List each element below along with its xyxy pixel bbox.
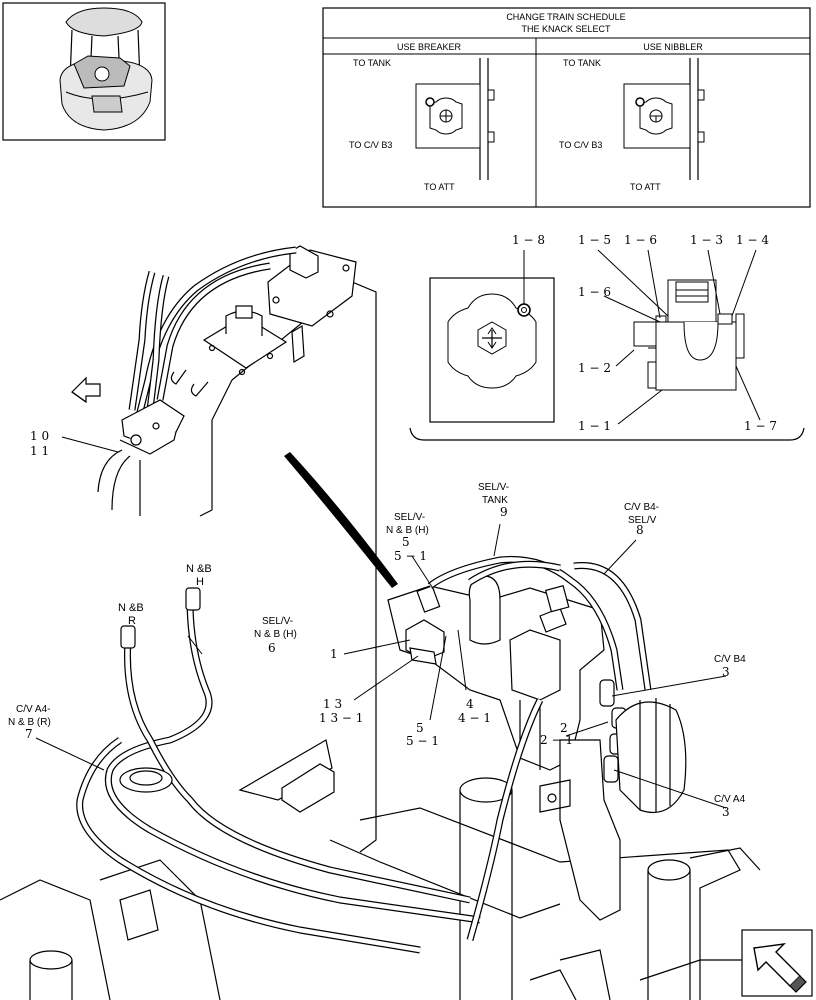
callout-7: 7 xyxy=(25,727,33,741)
valve-side-view xyxy=(597,249,761,425)
callout-9: 9 xyxy=(500,505,508,519)
direction-arrow-icon[interactable] xyxy=(741,929,813,997)
nibbler-to-tank: TO TANK xyxy=(563,58,601,68)
breaker-to-tank: TO TANK xyxy=(353,58,391,68)
breaker-to-att: TO ATT xyxy=(424,182,455,192)
callout-4-1: 4 − 1 xyxy=(458,711,491,725)
callout-3-upper: 3 xyxy=(722,665,730,679)
label-selv-nbh6-2: N & B (H) xyxy=(254,629,297,640)
callout-1-7: 1 − 7 xyxy=(744,419,777,433)
callout-13: 1 3 xyxy=(323,697,342,711)
breaker-valve-sketch: TO TANK TO C/V B3 TO ATT xyxy=(349,58,495,192)
label-nb-r-1: N &B xyxy=(118,602,144,614)
callout-1-3: 1 − 3 xyxy=(690,233,723,247)
callout-1-4: 1 − 4 xyxy=(736,233,769,247)
tank-assembly xyxy=(71,245,377,853)
callout-1-8: 1 − 8 xyxy=(512,233,545,247)
callout-10: 1 0 xyxy=(30,429,49,443)
col-header-nibbler: USE NIBBLER xyxy=(643,42,703,52)
label-selv-nbh-1: SEL/V- xyxy=(394,512,425,523)
detail-view: 1 − 8 1 − 5 1 − 6 1 − 3 1 − 4 1 − 6 1 − … xyxy=(409,233,805,441)
nibbler-to-cv: TO C/V B3 xyxy=(559,140,602,150)
detail-pointer xyxy=(284,452,398,588)
callout-10-leader xyxy=(61,436,119,453)
label-cv-a4: C/V A4 xyxy=(714,794,746,805)
label-nb-r-2: R xyxy=(128,615,136,627)
callout-4: 4 xyxy=(466,697,474,711)
label-cvb4-sel-2: SEL/V xyxy=(628,515,657,526)
label-cva4-r-2: N & B (R) xyxy=(8,717,51,728)
callout-1: 1 xyxy=(330,647,338,661)
machine-thumbnail[interactable] xyxy=(2,2,166,141)
schedule-title-line1: CHANGE TRAIN SCHEDULE xyxy=(506,12,625,22)
callout-1-2: 1 − 2 xyxy=(578,361,611,375)
callout-5-1-lower: 5 − 1 xyxy=(406,734,439,748)
label-cvb4-sel-1: C/V B4- xyxy=(624,502,659,513)
label-selv-tank-2: TANK xyxy=(482,495,508,506)
callout-5-lower: 5 xyxy=(416,721,424,735)
label-selv-nbh6-1: SEL/V- xyxy=(262,616,293,627)
schedule-title-line2: THE KNACK SELECT xyxy=(521,24,611,34)
callout-2-1: 2 − 1 xyxy=(540,733,573,747)
callout-6: 6 xyxy=(268,641,276,655)
callout-1-5: 1 − 5 xyxy=(578,233,611,247)
breaker-to-cv: TO C/V B3 xyxy=(349,140,392,150)
label-selv-nbh-2: N & B (H) xyxy=(386,525,429,536)
col-header-breaker: USE BREAKER xyxy=(397,42,462,52)
label-selv-tank-1: SEL/V- xyxy=(478,482,509,493)
callout-13-1: 1 3 − 1 xyxy=(319,711,363,725)
main-assembly xyxy=(0,555,813,1000)
callout-1-6-side: 1 − 6 xyxy=(578,285,611,299)
nibbler-valve-sketch: TO TANK TO C/V B3 TO ATT xyxy=(559,58,705,192)
nibbler-to-att: TO ATT xyxy=(630,182,661,192)
schedule-table: CHANGE TRAIN SCHEDULE THE KNACK SELECT U… xyxy=(322,7,811,208)
label-nb-h-1: N &B xyxy=(186,563,212,575)
label-nb-h-2: H xyxy=(196,576,204,588)
callout-2: 2 xyxy=(560,721,568,735)
leader-lines xyxy=(35,523,727,809)
callout-3-lower: 3 xyxy=(722,805,730,819)
label-cv-b4: C/V B4 xyxy=(714,654,746,665)
callout-1-6-top: 1 − 6 xyxy=(624,233,657,247)
callout-1-1: 1 − 1 xyxy=(578,419,611,433)
callout-8: 8 xyxy=(636,523,644,537)
callout-11: 1 1 xyxy=(30,444,49,458)
callout-5-upper: 5 xyxy=(402,535,410,549)
label-cva4-r-1: C/V A4- xyxy=(16,704,50,715)
callout-5-1-upper: 5 − 1 xyxy=(394,549,427,563)
